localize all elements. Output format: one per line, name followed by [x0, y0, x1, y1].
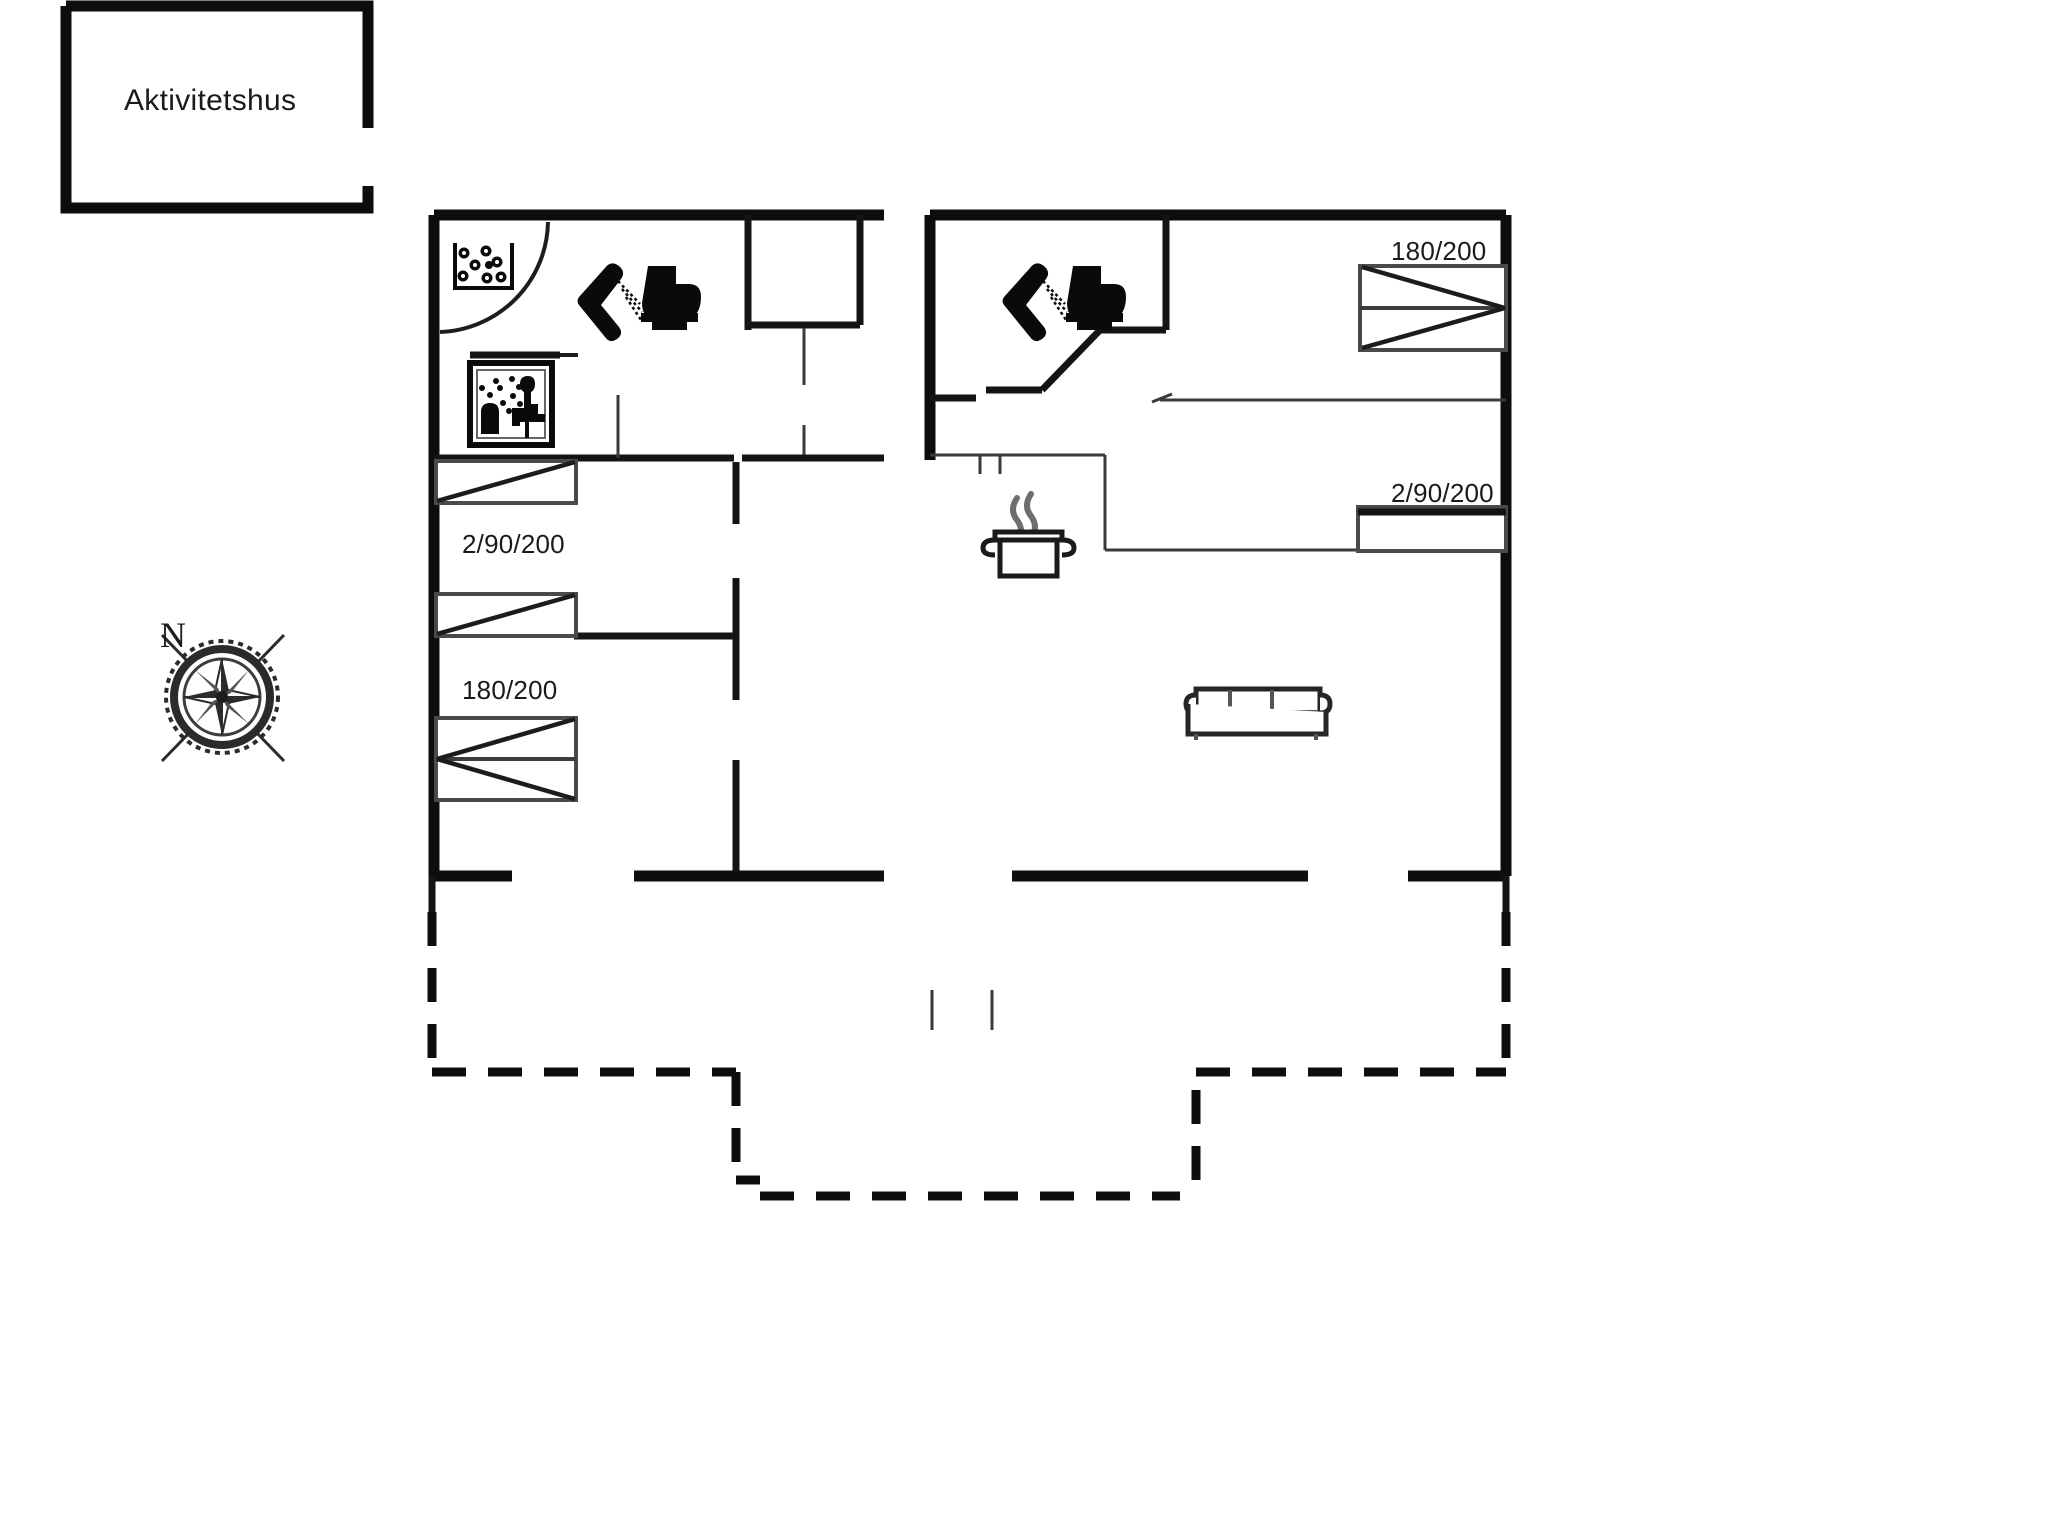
bed-left-double — [434, 716, 578, 802]
whirlpool-bubbles-icon — [453, 243, 514, 290]
compass-rose-icon — [160, 633, 286, 763]
toilet-icon-right — [1066, 266, 1126, 330]
bed-right-double — [1358, 264, 1508, 352]
bed-left-single-upper — [434, 459, 578, 505]
right-bathroom-walls — [930, 215, 1506, 552]
title-box-label: Aktivitetshus — [124, 84, 297, 117]
bed-label-right-upper: 180/200 — [1391, 236, 1487, 266]
door-swing-arc-icon — [439, 221, 550, 334]
cooking-pot-icon — [980, 491, 1077, 579]
bed-right-single — [1356, 505, 1508, 553]
bed-label-right-lower: 2/90/200 — [1391, 478, 1494, 508]
bed-label-left-upper: 2/90/200 — [462, 529, 565, 559]
terrace-outline — [427, 876, 1511, 1201]
sofa-icon — [1183, 686, 1333, 740]
compass-north-label: N — [160, 615, 186, 655]
sauna-steam-room-icon — [467, 360, 555, 448]
shower-head-icon-left — [577, 263, 643, 342]
shower-head-icon-right — [1002, 263, 1068, 342]
bed-label-left-lower: 180/200 — [462, 675, 558, 705]
left-wing-inner-walls — [434, 215, 884, 872]
toilet-icon-left — [641, 266, 701, 330]
bed-left-single-lower — [434, 592, 578, 638]
title-box — [60, 0, 374, 214]
